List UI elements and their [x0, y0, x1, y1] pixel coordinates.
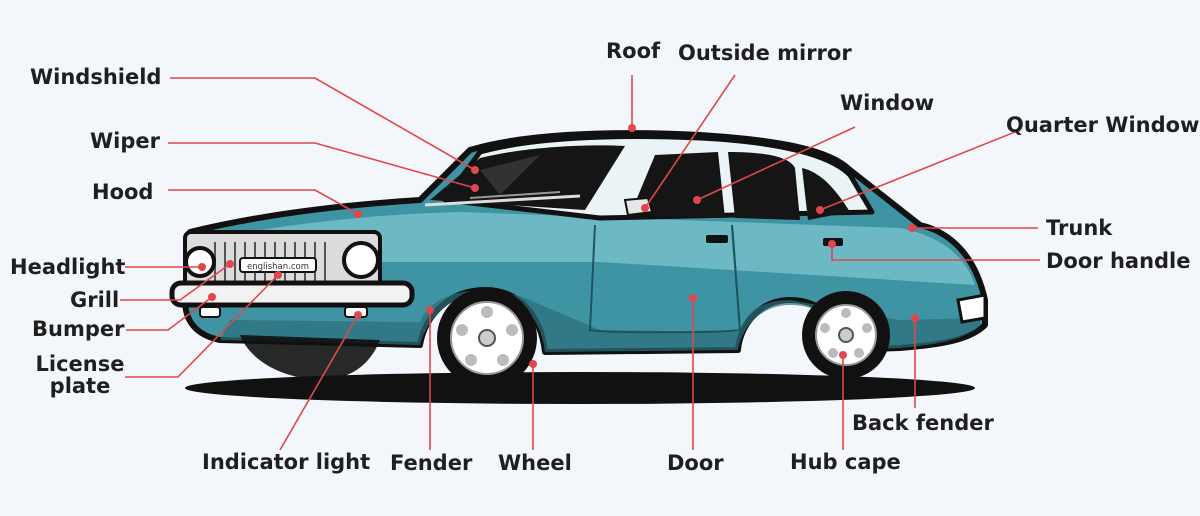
label-grill: Grill: [70, 288, 120, 312]
leader-dots: [198, 124, 919, 368]
label-hub-cape: Hub cape: [790, 450, 901, 474]
label-door: Door: [667, 451, 724, 475]
label-back-fender: Back fender: [852, 411, 994, 435]
leader-lines: [120, 74, 1040, 451]
label-bumper: Bumper: [32, 317, 125, 341]
label-license-plate-line1: License: [35, 352, 125, 376]
label-quarter-window: Quarter Window: [1006, 113, 1200, 137]
plate-text: englishan.com: [247, 262, 309, 272]
quarter-window-glass: [802, 168, 850, 220]
label-hood: Hood: [92, 180, 154, 204]
front-window-glass: [630, 152, 725, 218]
label-wiper: Wiper: [90, 129, 160, 153]
body-highlight: [200, 212, 975, 285]
label-windshield: Windshield: [30, 65, 162, 89]
label-headlight: Headlight: [10, 255, 126, 279]
label-fender: Fender: [390, 451, 473, 475]
rear-wheel: [802, 291, 890, 379]
label-license-plate: License plate: [32, 353, 128, 397]
rear-window-glass: [728, 152, 800, 220]
label-wheel: Wheel: [498, 451, 572, 475]
body-shade: [220, 290, 980, 352]
ground-shadow: [185, 372, 975, 404]
label-license-plate-line2: plate: [49, 374, 111, 399]
label-roof: Roof: [606, 39, 661, 63]
windshield-glass: [430, 145, 625, 210]
label-door-handle: Door handle: [1046, 249, 1191, 273]
front-wheel: [437, 288, 537, 388]
label-outside-mirror: Outside mirror: [678, 41, 852, 65]
label-indicator-light: Indicator light: [202, 450, 371, 474]
label-trunk: Trunk: [1046, 216, 1113, 240]
label-window: Window: [840, 91, 935, 115]
bumper-bar: [169, 280, 415, 308]
